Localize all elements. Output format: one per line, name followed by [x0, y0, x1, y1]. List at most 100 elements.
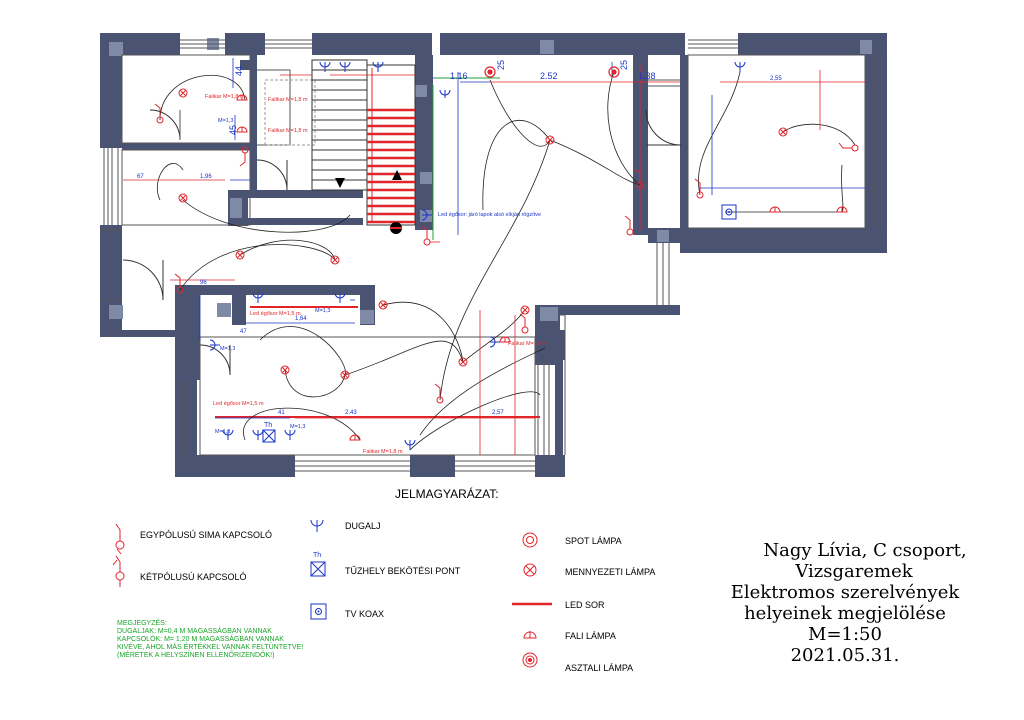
dim-41: 41: [278, 410, 285, 416]
switches: [154, 103, 859, 404]
wall-lower-left: [175, 335, 200, 380]
socket-7: [334, 292, 346, 303]
label-led-kitchen: Led égősor M=1,5 m: [250, 311, 301, 317]
ceiling-lamp-10: [378, 300, 388, 310]
wall-bottom-left: [100, 330, 200, 337]
socket-8: [209, 339, 220, 351]
spot-lamp-1: [484, 66, 496, 78]
note-line-1: MEGJEGYZÉS:: [117, 620, 167, 627]
glazing-lines: [100, 39, 883, 472]
switch-1: [154, 103, 164, 124]
ceiling-lamp-11: [520, 305, 530, 315]
dim-67: 67: [137, 174, 144, 180]
legend-stove-icon: [310, 561, 326, 577]
wall-bottom-3: [535, 455, 565, 477]
window-5: [420, 172, 432, 184]
legend-label-spot: SPOT LÁMPA: [565, 536, 622, 546]
dim-2-43: 2.43: [345, 410, 357, 416]
red-dims: [123, 65, 865, 455]
wall-top-stair: [312, 33, 432, 55]
window-6: [420, 210, 432, 222]
dim-2-57: 2,57: [492, 410, 504, 416]
wall-mid-inner: [232, 285, 246, 325]
spot-lamps: [484, 66, 620, 78]
switch-2: [174, 273, 184, 294]
wall-right-section-mid: [680, 55, 688, 235]
socket-5: [734, 61, 746, 72]
label-led-stair: Led égősor: járó lapok alsó síkján rögzí…: [438, 212, 541, 218]
dim-2-52: 2.52: [540, 71, 558, 81]
dim-25a: 25: [496, 60, 506, 70]
legend-tv-icon: [310, 603, 327, 620]
title-author: Nagy Lívia, C csoport,: [763, 540, 967, 561]
legend-label-wall: FALI LÁMPA: [565, 631, 616, 641]
socket-9: [222, 429, 234, 440]
wall-stair-top: [228, 190, 363, 198]
title-scale: M=1:50: [808, 624, 882, 645]
socket-4: [439, 89, 451, 98]
legend-ceiling-icon: [523, 563, 537, 577]
socket-12: [404, 439, 416, 450]
legend-label-led: LED SOR: [565, 600, 605, 610]
wall-right-bottom-far: [680, 228, 887, 253]
legend-label-socket: DUGALJ: [345, 521, 381, 531]
label-m13-c: M=1,3: [220, 346, 235, 352]
window-12: [657, 230, 669, 242]
note-line-4: KIVÉVE, AHOL MÁS ÉRTÉKKEL VANNAK FELTÜNT…: [117, 644, 304, 651]
plan-labels: Falikar M=1,8 m Falikar M=1,8 m Falikar …: [205, 94, 548, 455]
wall-top-right: [440, 33, 685, 55]
ceiling-lamp-1: [178, 88, 188, 98]
legend-table-icon: [522, 652, 538, 668]
window-7: [109, 305, 123, 319]
dim-25b: 25: [619, 60, 629, 70]
switch-6: [239, 146, 249, 167]
switch-8: [519, 313, 529, 334]
wall-lamps: [236, 94, 848, 441]
label-m13-a: M=1,3: [218, 118, 233, 124]
label-m13-d: M=1,3: [215, 429, 230, 435]
wall-lamp-2: [236, 126, 248, 133]
wall-right-thin: [555, 360, 563, 455]
dimension-lines: [199, 58, 865, 419]
windows: [109, 38, 872, 324]
dim-47: 47: [240, 329, 247, 335]
wall-lamp-6: [836, 206, 848, 213]
dim-45: 45: [228, 125, 238, 135]
label-fali-4: Falikar M=1,8 m: [363, 449, 403, 455]
wall-lamp-3: [349, 434, 361, 441]
led-rows: [215, 306, 540, 418]
dim-1-38: 1.38: [638, 71, 656, 81]
wall-inner-2: [250, 55, 257, 195]
legend-spot-icon: [522, 532, 538, 548]
dim-2-55: 2,55: [770, 76, 782, 82]
wall-top-far: [738, 33, 886, 55]
spot-lamp-3: [487, 69, 493, 75]
ceiling-lamp-3: [235, 250, 245, 260]
switch-9: [434, 383, 444, 404]
window-1: [109, 42, 123, 56]
legend-label-stove: TŰZHELY BEKÖTÉSI PONT: [345, 566, 461, 576]
stair-arrow-up: [392, 170, 402, 180]
wall-mid-entry: [560, 305, 680, 315]
wall-lamp-1: [236, 94, 248, 101]
note-line-2: DUGALJAK: M=0,4 M MAGASSÁGBAN VANNAK: [117, 628, 272, 635]
switch-7: [421, 225, 431, 246]
switch-5: [838, 142, 859, 152]
wall-lamp-4: [499, 336, 511, 343]
dimension-texts: 44 1.16 25 2.52 25 1.38 2,55 45 67 1,96 …: [137, 60, 782, 416]
title-date: 2021.05.31.: [790, 645, 900, 666]
legend-label-switch-single: EGYPÓLUSÚ SIMA KAPCSOLÓ: [140, 530, 273, 540]
switch-3: [634, 168, 644, 189]
socket-3: [372, 61, 384, 72]
ceiling-lamp-2: [178, 193, 188, 203]
switch-10: [624, 215, 634, 236]
legend-title: JELMAGYARÁZAT:: [395, 487, 499, 501]
legend-socket-icon: [310, 519, 324, 532]
window-4: [415, 85, 427, 97]
window-11: [540, 307, 558, 321]
legend-label-switch-double: KÉTPÓLUSÚ KAPCSOLÓ: [140, 572, 247, 582]
legend-wall-icon: [523, 631, 537, 639]
socket-13: [489, 336, 500, 348]
label-fali-5: Falikar M=1,8 m: [508, 341, 548, 347]
